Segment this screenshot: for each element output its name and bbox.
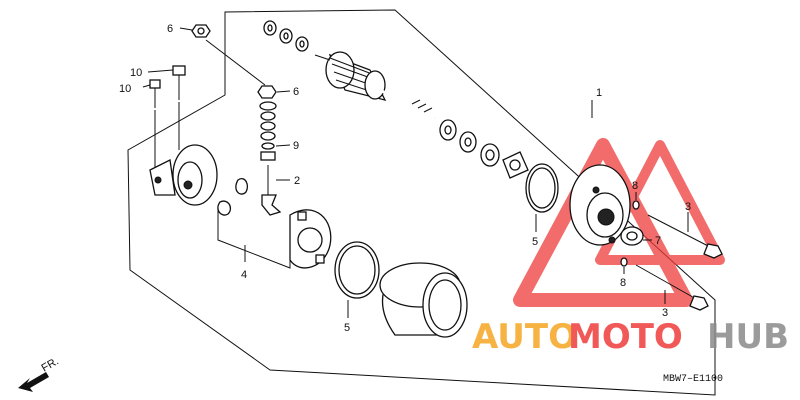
callout-10-upper: 10	[130, 67, 142, 79]
terminal-stack-icon	[257, 85, 277, 161]
long-bolt-upper-icon	[647, 214, 723, 259]
seal-plate-icon	[502, 151, 529, 179]
watermark-moto: MOTO	[568, 317, 683, 357]
brush-spring-icon	[217, 178, 249, 216]
leader-6b	[276, 90, 291, 93]
callout-9: 9	[293, 140, 299, 152]
direction-label: FR.	[40, 355, 61, 374]
callout-7: 7	[655, 235, 661, 247]
watermark-hub: HUB	[707, 317, 789, 357]
callout-8-lower: 8	[620, 277, 626, 289]
watermark-logo: AUTO MOTO HUB	[472, 317, 789, 357]
motor-yoke-icon	[379, 262, 468, 338]
watermark-auto: AUTO	[472, 317, 577, 357]
callout-10-lower: 10	[119, 83, 131, 95]
armature-icon	[314, 51, 436, 120]
front-direction-arrow-icon	[18, 372, 49, 392]
leader-10b	[147, 69, 174, 73]
callout-1: 1	[596, 87, 602, 99]
guide-nut-6	[205, 39, 266, 86]
o-ring-right-icon	[525, 163, 559, 213]
callout-5-left: 5	[344, 322, 350, 334]
rear-cover-icon	[149, 144, 218, 206]
washer-7-icon	[620, 226, 644, 246]
callout-6-top: 6	[167, 23, 173, 35]
brush-holder-icon	[289, 209, 332, 269]
armature-washers-icon	[263, 20, 309, 52]
terminal-bolt-icon	[261, 165, 282, 216]
o-ring-8-upper-icon	[632, 200, 640, 210]
callout-6-stack: 6	[293, 86, 299, 98]
o-ring-left-icon	[334, 241, 380, 299]
bearing-washers-icon	[439, 119, 500, 167]
o-ring-8-lower-icon	[620, 257, 628, 267]
front-cover-icon	[569, 164, 631, 246]
screw-10-right-icon	[172, 65, 186, 100]
leader-10a	[142, 84, 151, 88]
leader-6a	[179, 27, 193, 31]
screw-10-left-icon	[149, 79, 161, 108]
nut-6-top-icon	[191, 24, 211, 38]
guide-bracket-4	[217, 210, 291, 269]
callout-8-upper: 8	[632, 180, 638, 192]
diagram-code: MBW7–E1100	[663, 374, 723, 385]
callout-5-right: 5	[532, 236, 538, 248]
leader-9	[275, 144, 291, 147]
callout-3-upper: 3	[685, 201, 691, 213]
callout-3-lower: 3	[662, 307, 668, 319]
callout-2: 2	[294, 175, 300, 187]
assembly-outline	[127, 9, 716, 396]
callout-4: 4	[241, 269, 247, 281]
long-bolt-lower-icon	[635, 264, 709, 311]
